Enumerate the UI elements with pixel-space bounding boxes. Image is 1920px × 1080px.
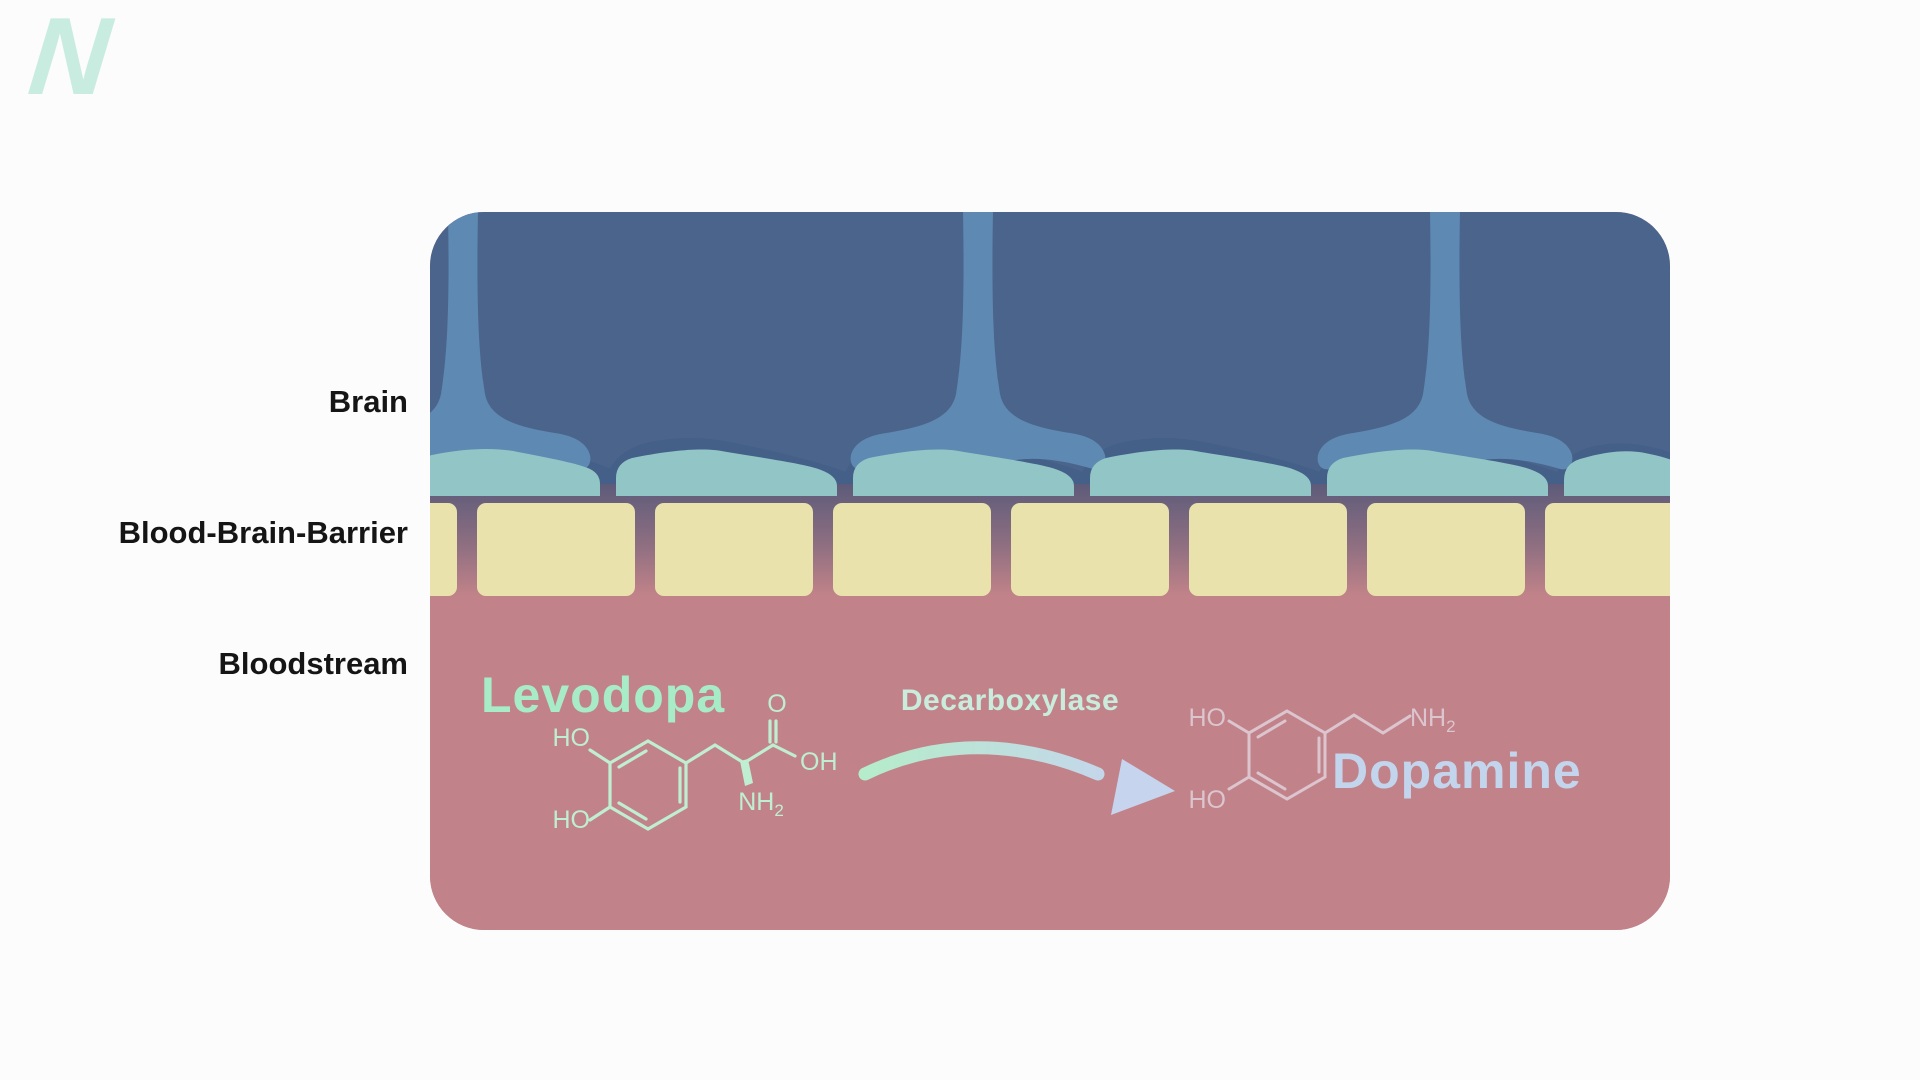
decarboxylase-label: Decarboxylase bbox=[900, 684, 1120, 717]
amine-subscript: 2 bbox=[774, 801, 784, 820]
endothelial-cell bbox=[430, 503, 457, 596]
tissue-cross-section: Levodopa Decarboxylase Dopamine HO HO O … bbox=[430, 212, 1670, 930]
endothelial-cell bbox=[1011, 503, 1169, 596]
hydroxyl-bond bbox=[771, 743, 797, 758]
ho-bond bbox=[588, 805, 612, 822]
reaction-arrow-head bbox=[1111, 759, 1175, 815]
ho-bond bbox=[1227, 719, 1251, 735]
double-bond bbox=[1256, 719, 1287, 739]
amine-wedge-bond bbox=[740, 759, 753, 786]
double-bond bbox=[617, 749, 648, 769]
endothelial-cell-row bbox=[430, 503, 1670, 596]
ho-bond bbox=[1227, 775, 1251, 791]
dopamine-label: Dopamine bbox=[1332, 743, 1582, 799]
levodopa-carbonyl-o-label: O bbox=[767, 690, 787, 718]
levodopa-structure bbox=[588, 719, 797, 831]
amine-label-base: NH bbox=[738, 788, 775, 816]
label-bloodstream: Bloodstream bbox=[218, 646, 408, 681]
levodopa-side-chain bbox=[684, 743, 775, 765]
double-bond bbox=[617, 801, 648, 821]
endothelial-cell bbox=[833, 503, 991, 596]
dopamine-ho-top-label: HO bbox=[1188, 704, 1227, 732]
astrocyte-endfoot bbox=[430, 449, 600, 496]
endothelial-cell bbox=[1189, 503, 1347, 596]
levodopa-oh-label: OH bbox=[800, 748, 838, 776]
dopamine-amine-label: NH2 bbox=[1410, 704, 1456, 736]
brand-logo: N bbox=[23, 0, 116, 118]
endothelial-cell bbox=[1545, 503, 1670, 596]
double-bond bbox=[1256, 771, 1287, 791]
dopamine-ho-bottom-label: HO bbox=[1188, 786, 1227, 814]
astrocyte-endfeet bbox=[430, 449, 1670, 496]
astrocyte-endfoot bbox=[1564, 451, 1670, 496]
reaction-arrow-shaft bbox=[858, 741, 1105, 781]
label-blood-brain-barrier: Blood-Brain-Barrier bbox=[118, 515, 408, 550]
dopamine-structure bbox=[1227, 709, 1412, 801]
levodopa-label: Levodopa bbox=[481, 667, 726, 723]
dopamine-side-chain bbox=[1323, 713, 1412, 735]
levodopa-ho-top-label: HO bbox=[552, 724, 591, 752]
label-brain: Brain bbox=[328, 384, 408, 419]
amine-label-base: NH bbox=[1410, 704, 1447, 732]
tissue-cross-section-art bbox=[430, 212, 1670, 930]
endothelial-cell bbox=[655, 503, 813, 596]
reaction-arrow bbox=[858, 741, 1175, 815]
ho-bond bbox=[588, 748, 612, 765]
endothelial-cell bbox=[477, 503, 635, 596]
amine-subscript: 2 bbox=[1446, 717, 1456, 736]
levodopa-ho-bottom-label: HO bbox=[552, 806, 591, 834]
levodopa-amine-label: NH2 bbox=[721, 788, 801, 820]
endothelial-cell bbox=[1367, 503, 1525, 596]
